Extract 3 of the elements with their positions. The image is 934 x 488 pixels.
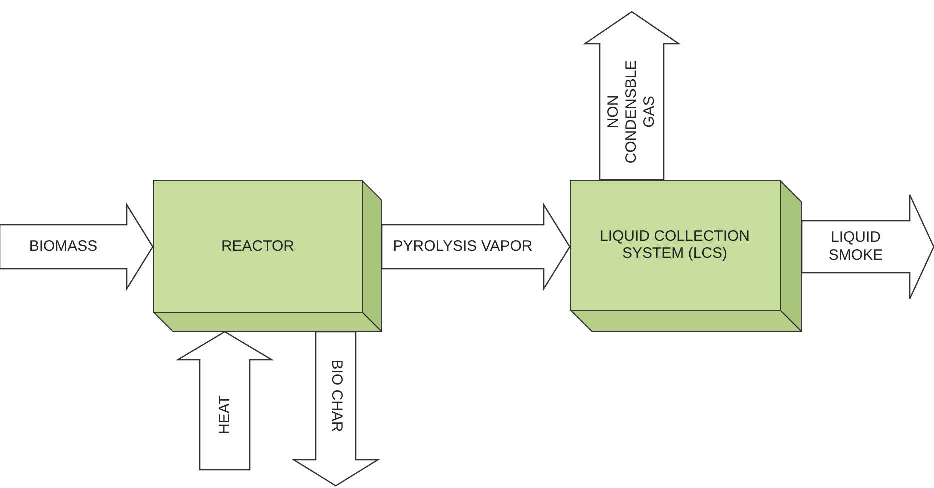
block-arrow (176, 331, 274, 471)
block-label: REACTOR (220, 238, 296, 254)
block-label: LIQUID COLLECTION SYSTEM (LCS) (598, 228, 752, 262)
